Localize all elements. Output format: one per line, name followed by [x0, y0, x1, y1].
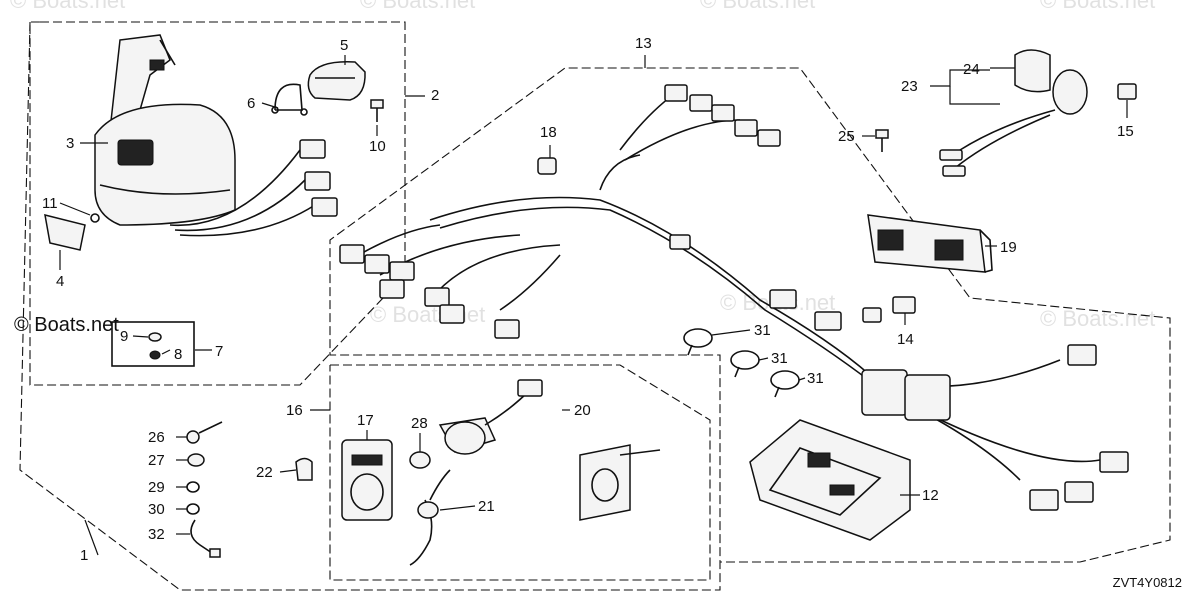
leader-lines	[59, 55, 1128, 556]
callout-12: 12	[922, 487, 939, 504]
callout-8: 8	[174, 346, 182, 363]
callout-19: 19	[1000, 239, 1017, 256]
main-wire-harness[interactable]	[339, 84, 1129, 511]
watermark-top-right: © Boats.net	[700, 0, 816, 13]
mounting-bracket[interactable]	[749, 419, 911, 541]
watermark-top-mid: © Boats.net	[360, 0, 476, 13]
boats-net-watermark: © Boats.net	[14, 314, 119, 336]
callout-31a: 31	[754, 322, 771, 339]
callout-23: 23	[901, 78, 918, 95]
callout-17: 17	[357, 412, 374, 429]
main-switch[interactable]	[438, 379, 661, 521]
cap-15[interactable]	[1117, 83, 1137, 100]
assembly-boundaries	[19, 21, 1171, 591]
callout-7: 7	[215, 343, 223, 360]
washer-29[interactable]	[186, 481, 200, 493]
connector-14[interactable]	[862, 296, 916, 323]
callout-1: 1	[80, 547, 88, 564]
watermark-top-left: © Boats.net	[10, 0, 126, 13]
watermark-top-far-right: © Boats.net	[1040, 0, 1156, 13]
callout-10: 10	[369, 138, 386, 155]
callout-30: 30	[148, 501, 165, 518]
grip-cover[interactable]	[307, 61, 366, 101]
callout-15: 15	[1117, 123, 1134, 140]
callout-21: 21	[478, 498, 495, 515]
clip[interactable]	[271, 83, 308, 116]
callout-18: 18	[540, 124, 557, 141]
callout-24: 24	[963, 61, 980, 78]
callout-3: 3	[66, 135, 74, 152]
callout-26: 26	[148, 429, 165, 446]
callout-labels: 1 2 3 4 5 6 7 8 9 10 11 12 13 14 15 16 1…	[42, 35, 1134, 564]
callout-2: 2	[431, 87, 439, 104]
lanyard[interactable]	[409, 469, 451, 566]
bolt-26[interactable]	[186, 421, 223, 444]
callout-14: 14	[897, 331, 914, 348]
grommet-18[interactable]	[537, 157, 557, 175]
washer-28[interactable]	[409, 451, 431, 469]
callout-9: 9	[120, 328, 128, 345]
callout-31c: 31	[807, 370, 824, 387]
diagram-code: ZVT4Y0812	[1112, 575, 1182, 590]
callout-31b: 31	[771, 350, 788, 367]
side-cover[interactable]	[44, 213, 86, 251]
remote-harness-connectors[interactable]	[169, 139, 338, 237]
bolt-25[interactable]	[875, 129, 889, 152]
callout-28: 28	[411, 415, 428, 432]
remote-control-box[interactable]	[94, 34, 236, 226]
callout-6: 6	[247, 95, 255, 112]
nut-27[interactable]	[187, 453, 205, 467]
clip-32[interactable]	[190, 519, 221, 558]
callout-5: 5	[340, 37, 348, 54]
washer-nut-set[interactable]	[111, 321, 195, 367]
switch-panel[interactable]	[341, 439, 393, 521]
callout-25: 25	[838, 128, 855, 145]
control-unit[interactable]	[867, 214, 993, 273]
callout-20: 20	[574, 402, 591, 419]
washer-30[interactable]	[186, 503, 200, 515]
watermark-right: © Boats.net	[1040, 306, 1156, 331]
clip-22[interactable]	[295, 457, 313, 481]
callout-32: 32	[148, 526, 165, 543]
callout-27: 27	[148, 452, 165, 469]
bolt-10[interactable]	[370, 99, 384, 122]
callout-16: 16	[286, 402, 303, 419]
callout-4: 4	[56, 273, 64, 290]
callout-29: 29	[148, 479, 165, 496]
callout-11: 11	[42, 195, 58, 212]
buzzer[interactable]	[939, 49, 1088, 177]
callout-13: 13	[635, 35, 652, 52]
screw-11[interactable]	[90, 213, 100, 223]
callout-22: 22	[256, 464, 273, 481]
